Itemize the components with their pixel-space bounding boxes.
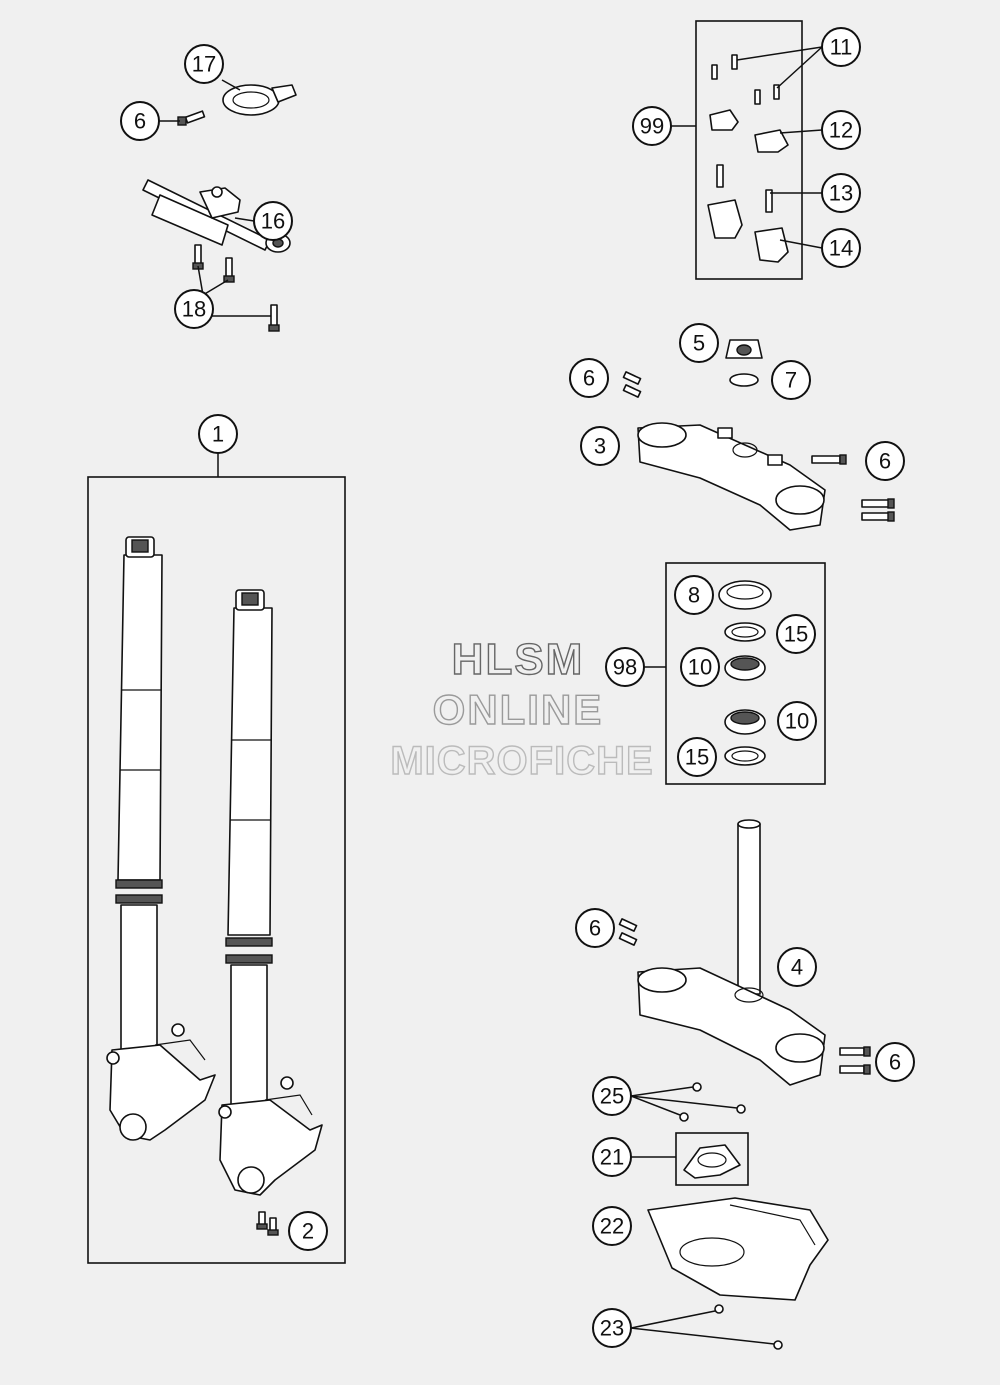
screws-23 <box>714 1304 783 1350</box>
svg-text:4: 4 <box>791 955 803 980</box>
callout-10-upper: 10 <box>680 647 720 687</box>
callout-15-upper: 15 <box>776 614 816 654</box>
svg-text:7: 7 <box>785 368 797 393</box>
svg-text:3: 3 <box>594 434 606 459</box>
leader-lines <box>158 46 823 668</box>
fork-group-box <box>87 476 346 1264</box>
fork-leg-right <box>218 589 323 1196</box>
screws-25 <box>679 1082 746 1122</box>
svg-text:6: 6 <box>583 366 595 391</box>
clamp-kit-box <box>695 20 803 280</box>
svg-text:25: 25 <box>600 1084 624 1109</box>
callout-14: 14 <box>821 228 861 268</box>
clamp-kit-parts <box>707 54 789 263</box>
callout-2: 2 <box>288 1211 328 1251</box>
svg-text:15: 15 <box>685 745 709 770</box>
bearing-kit-box <box>665 562 826 785</box>
bolts-6-upper-right <box>811 454 895 522</box>
callout-6-lower-left: 6 <box>575 908 615 948</box>
bolt-6-top <box>177 110 206 126</box>
svg-text:21: 21 <box>600 1145 624 1170</box>
svg-text:8: 8 <box>688 583 700 608</box>
svg-text:14: 14 <box>829 236 853 261</box>
callout-3: 3 <box>580 426 620 466</box>
svg-text:6: 6 <box>879 449 891 474</box>
washer-7 <box>729 373 759 387</box>
fork-leg-left <box>106 536 216 1141</box>
svg-text:5: 5 <box>693 331 705 356</box>
bolts-part-2 <box>256 1211 279 1236</box>
svg-text:13: 13 <box>829 181 853 206</box>
svg-text:22: 22 <box>600 1214 624 1239</box>
callout-4: 4 <box>777 947 817 987</box>
callout-11: 11 <box>821 27 861 67</box>
svg-text:17: 17 <box>192 52 216 77</box>
svg-text:11: 11 <box>830 35 853 60</box>
callout-16: 16 <box>253 201 293 241</box>
callout-6-lower-right: 6 <box>875 1042 915 1082</box>
svg-text:6: 6 <box>589 916 601 941</box>
damper-clamp-17 <box>222 84 297 116</box>
callout-7: 7 <box>771 360 811 400</box>
nut-5 <box>725 339 763 359</box>
callout-6-top: 6 <box>120 101 160 141</box>
callout-17: 17 <box>184 44 224 84</box>
watermark: HLSM ONLINE MICROFICHE <box>390 634 654 783</box>
watermark-line-1: HLSM <box>452 635 585 684</box>
watermark-line-2: ONLINE <box>433 686 604 733</box>
svg-text:16: 16 <box>261 209 285 234</box>
callout-23: 23 <box>592 1308 632 1348</box>
steering-damper-16 <box>142 179 291 253</box>
svg-text:6: 6 <box>134 109 146 134</box>
callout-1: 1 <box>198 414 238 454</box>
callout-13: 13 <box>821 173 861 213</box>
callout-12: 12 <box>821 110 861 150</box>
svg-text:10: 10 <box>785 709 809 734</box>
callout-21: 21 <box>592 1137 632 1177</box>
callout-10-lower: 10 <box>777 701 817 741</box>
callouts: 17 6 16 18 1 2 99 11 12 13 14 5 6 7 3 6 … <box>120 27 915 1348</box>
bearing-kit-parts <box>718 580 772 766</box>
bolts-6-upper-left <box>622 371 642 398</box>
cap-21 <box>675 1132 749 1186</box>
bolts-6-lower-right <box>839 1046 871 1075</box>
callout-99: 99 <box>632 106 672 146</box>
upper-triple-clamp-3 <box>637 422 826 531</box>
leader-lines-lower <box>630 1086 775 1345</box>
svg-text:12: 12 <box>829 118 853 143</box>
cover-22 <box>647 1197 829 1301</box>
callout-18: 18 <box>174 289 214 329</box>
callout-8: 8 <box>674 575 714 615</box>
callout-25: 25 <box>592 1076 632 1116</box>
svg-text:1: 1 <box>212 422 224 447</box>
svg-text:99: 99 <box>640 114 664 139</box>
svg-text:10: 10 <box>688 655 712 680</box>
callout-98: 98 <box>605 647 645 687</box>
svg-text:23: 23 <box>600 1316 624 1341</box>
svg-text:18: 18 <box>182 297 206 322</box>
bolts-6-lower-left <box>618 918 638 946</box>
svg-text:15: 15 <box>784 622 808 647</box>
lower-triple-clamp-4 <box>637 819 826 1086</box>
callout-15-lower: 15 <box>677 737 717 777</box>
callout-6-upper-left: 6 <box>569 358 609 398</box>
callout-5: 5 <box>679 323 719 363</box>
watermark-line-3: MICROFICHE <box>390 739 653 783</box>
svg-text:6: 6 <box>889 1050 901 1075</box>
callout-22: 22 <box>592 1206 632 1246</box>
callout-6-upper-right: 6 <box>865 441 905 481</box>
svg-text:98: 98 <box>613 655 637 680</box>
svg-text:2: 2 <box>302 1219 314 1244</box>
